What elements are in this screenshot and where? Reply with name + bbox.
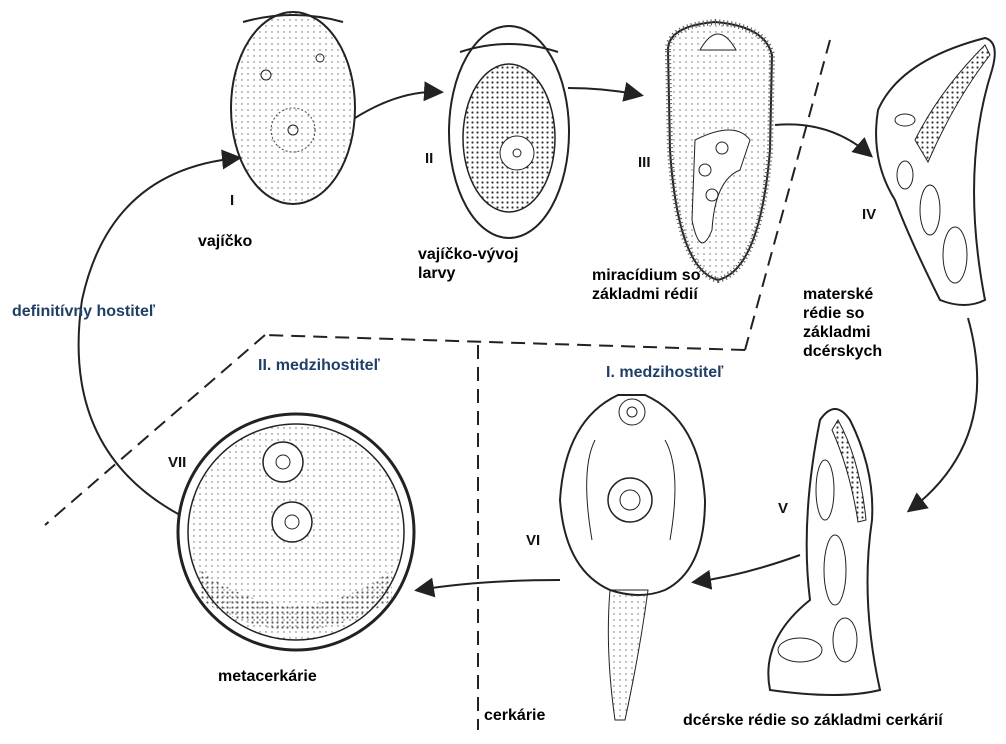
stage-2-numeral: II	[425, 150, 433, 167]
stage-5-numeral: V	[778, 500, 788, 517]
stage-3-label: miracídium so základmi rédií	[592, 266, 700, 304]
miracidium-illustration	[668, 22, 772, 280]
definitive-host-label: definitívny hostiteľ	[12, 302, 155, 321]
cercaria-illustration	[560, 395, 705, 720]
stage-4-numeral: IV	[862, 206, 876, 223]
daughter-redia-illustration	[768, 409, 880, 695]
stage-1-label: vajíčko	[198, 232, 252, 251]
stage-4-label: materské rédie so základmi dcérskych	[803, 285, 882, 361]
stage-7-numeral: VII	[168, 454, 186, 471]
stage-5-label: dcérske rédie so základmi cerkárií	[683, 711, 943, 730]
stage-2-label: vajíčko-vývoj larvy	[418, 245, 519, 283]
second-intermediate-host-label: II. medzihostiteľ	[258, 356, 380, 375]
stage-7-label: metacerkárie	[218, 667, 317, 686]
egg-illustration	[231, 12, 355, 204]
stage-1-numeral: I	[230, 192, 234, 209]
developing-egg-illustration	[449, 26, 569, 238]
stage-3-numeral: III	[638, 154, 651, 171]
mother-redia-illustration	[876, 38, 995, 305]
stage-6-numeral: VI	[526, 532, 540, 549]
first-intermediate-host-label: I. medzihostiteľ	[606, 363, 723, 382]
metacercaria-illustration	[178, 414, 414, 650]
stage-6-label: cerkárie	[484, 706, 545, 725]
